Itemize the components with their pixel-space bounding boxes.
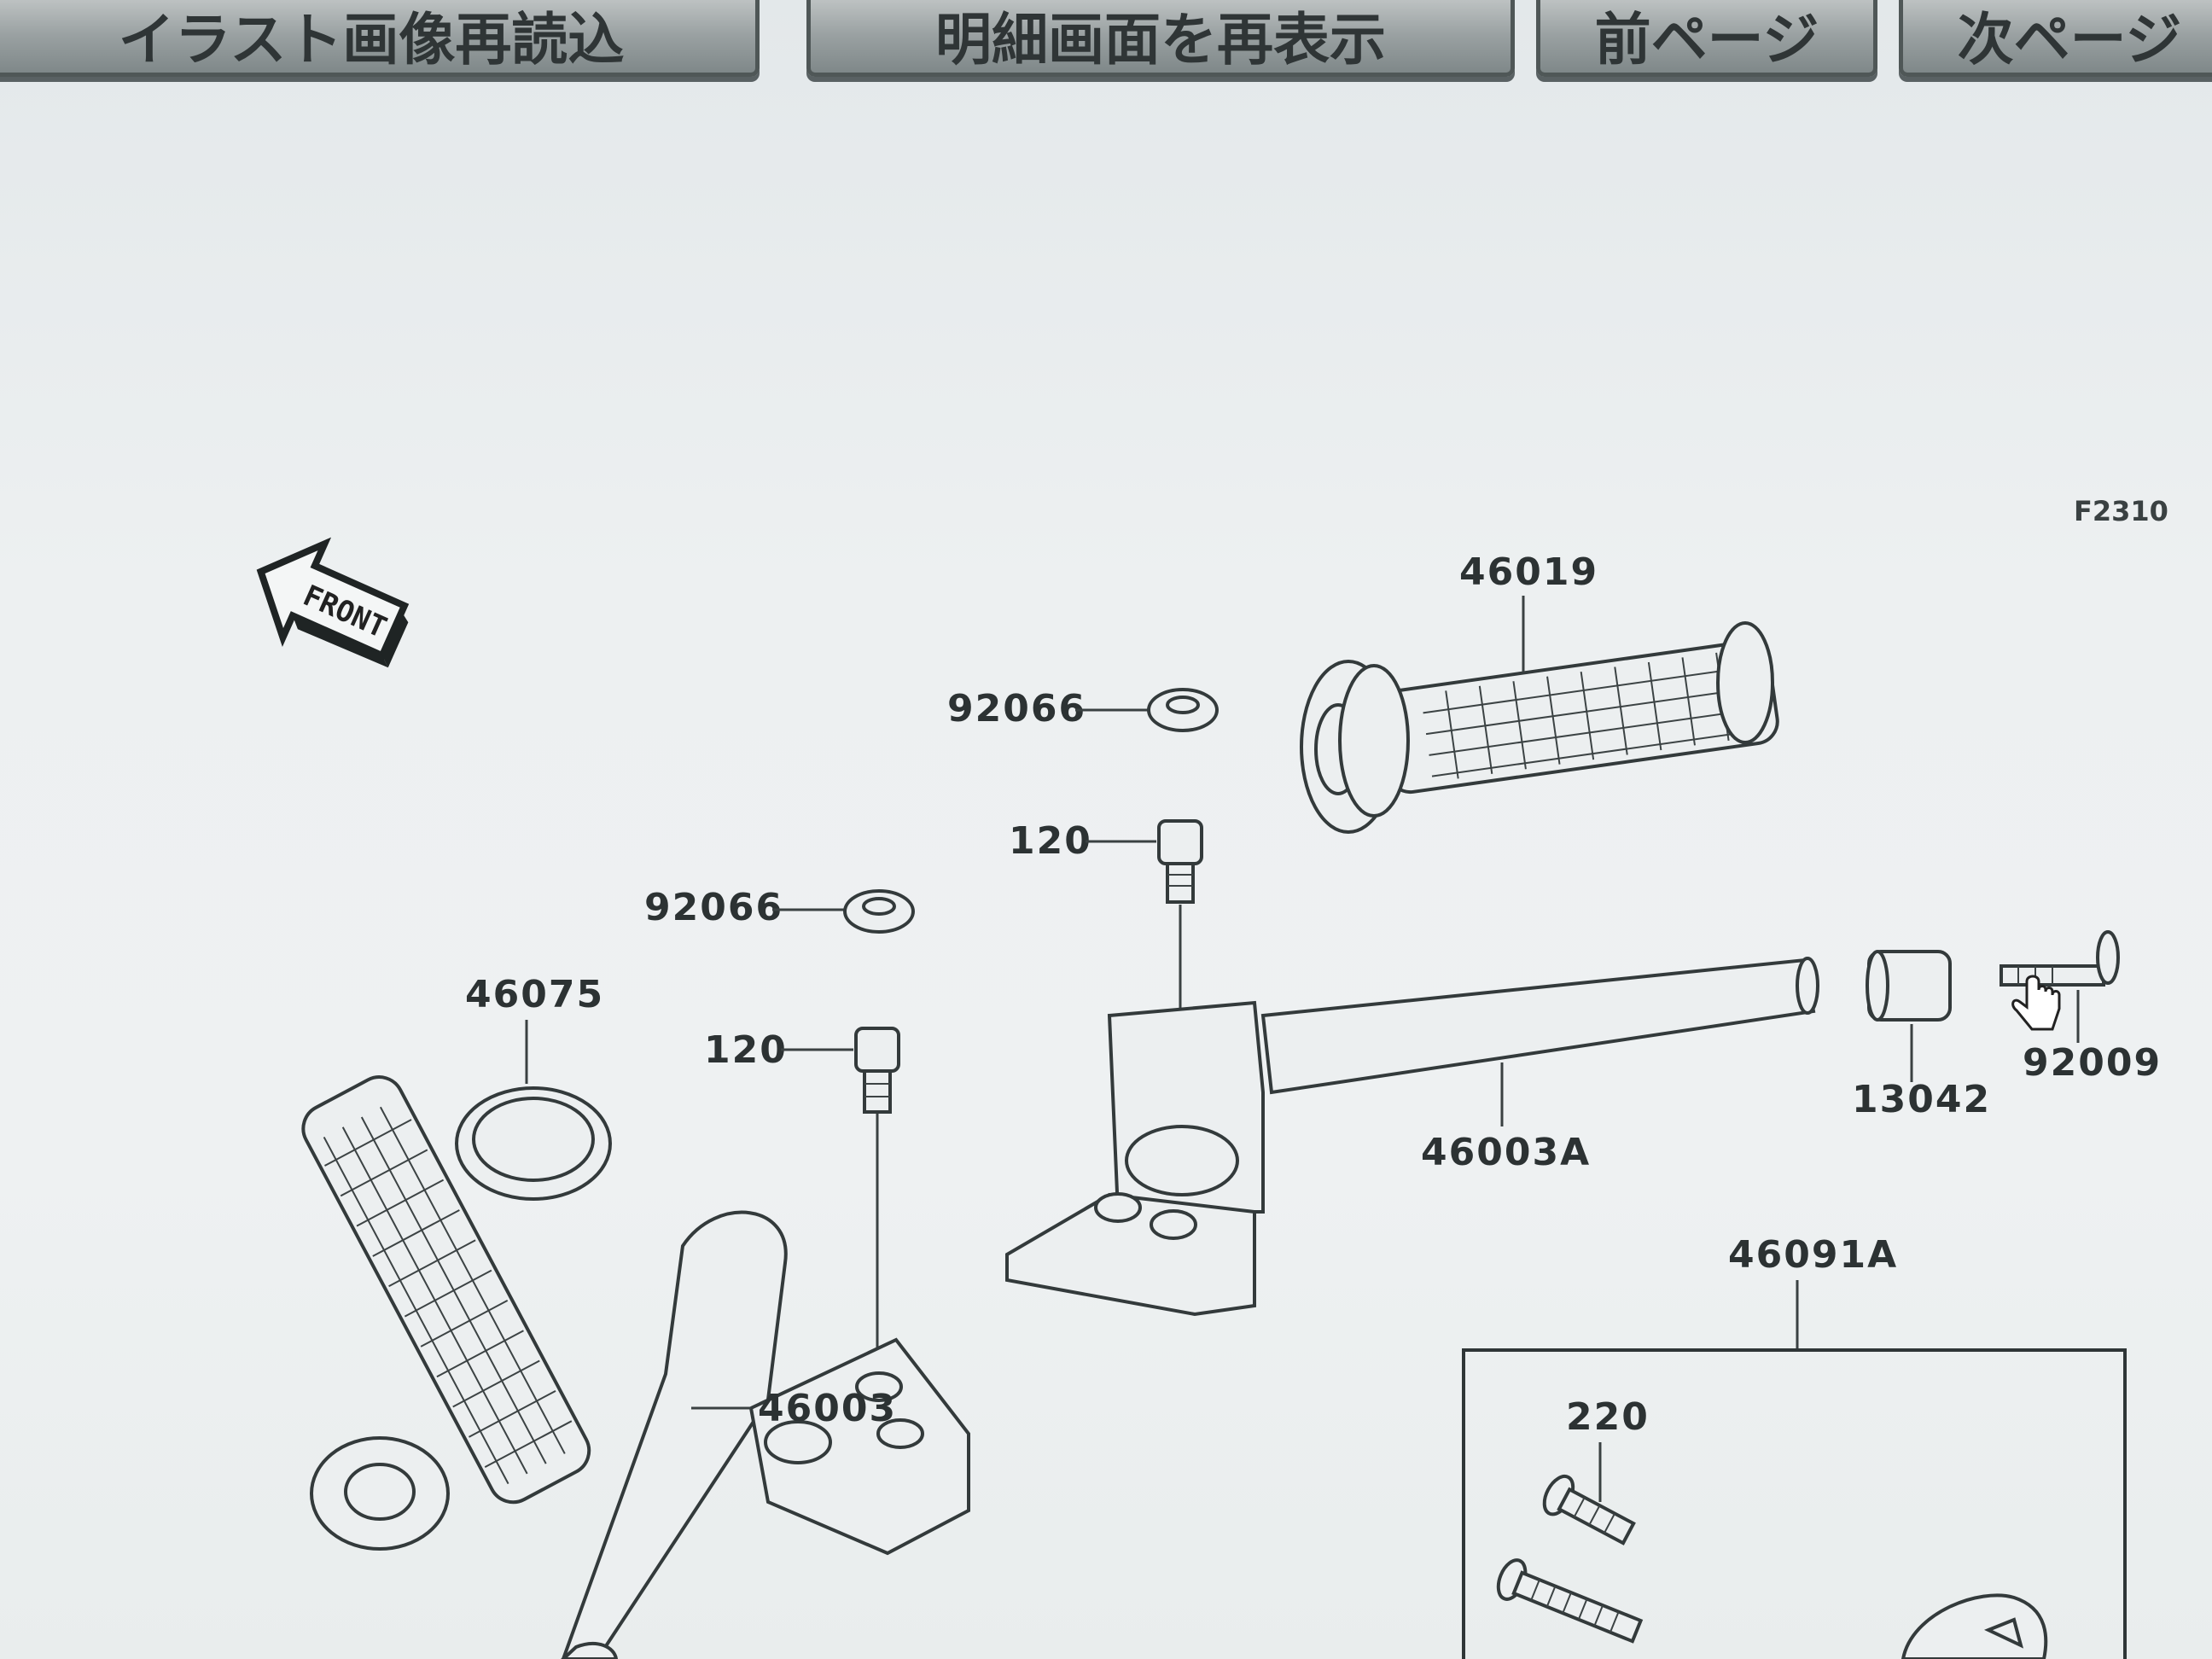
right-handlebar-46003A[interactable] [1005,957,1819,1317]
screw-long[interactable] [1493,1557,1644,1650]
figure-code: F2310 [2074,495,2168,527]
redisplay-details-button[interactable]: 明細画面を再表示 [806,0,1515,77]
label-46003[interactable]: 46003 [758,1387,897,1430]
bolt-120-upper[interactable] [1157,819,1203,904]
cap-92066-upper[interactable] [1147,688,1219,732]
label-46091A[interactable]: 46091A [1728,1233,1898,1277]
weight-13042[interactable] [1866,950,1952,1022]
label-120-upper[interactable]: 120 [1009,819,1092,863]
toolbar: イラスト画像再読込 明細画面を再表示 前ページ 次ページ [0,0,2212,102]
label-120-lower[interactable]: 120 [704,1028,788,1072]
parts-diagram-area: F2310 FRONT [0,102,2212,1659]
screw-220[interactable] [1539,1471,1639,1551]
label-220[interactable]: 220 [1566,1395,1650,1439]
bolt-120-lower[interactable] [854,1027,900,1114]
left-handlebar-46003[interactable] [561,1210,970,1659]
label-92066-upper[interactable]: 92066 [947,687,1086,731]
cap-92066-lower[interactable] [843,889,915,934]
label-92009[interactable]: 92009 [2023,1041,2162,1085]
label-13042[interactable]: 13042 [1852,1078,1991,1121]
right-grip-46019[interactable] [1300,621,1780,834]
switch-housing[interactable] [1901,1593,2048,1659]
hand-pointer-icon [2011,975,2061,1031]
parts-diagram: F2310 FRONT [256,495,2168,1659]
screw-92009[interactable] [2000,930,2120,987]
reload-illustration-button[interactable]: イラスト画像再読込 [0,0,760,77]
label-46019[interactable]: 46019 [1459,550,1598,594]
label-92066-lower[interactable]: 92066 [644,886,783,929]
prev-page-button[interactable]: 前ページ [1536,0,1877,77]
switch-assy-46091A-box[interactable] [1462,1348,2127,1659]
label-46075[interactable]: 46075 [465,973,604,1016]
next-page-button[interactable]: 次ページ [1899,0,2212,77]
front-arrow-icon: FRONT [256,537,410,668]
label-46003A[interactable]: 46003A [1421,1131,1591,1174]
left-grip-46075[interactable] [295,1068,612,1551]
